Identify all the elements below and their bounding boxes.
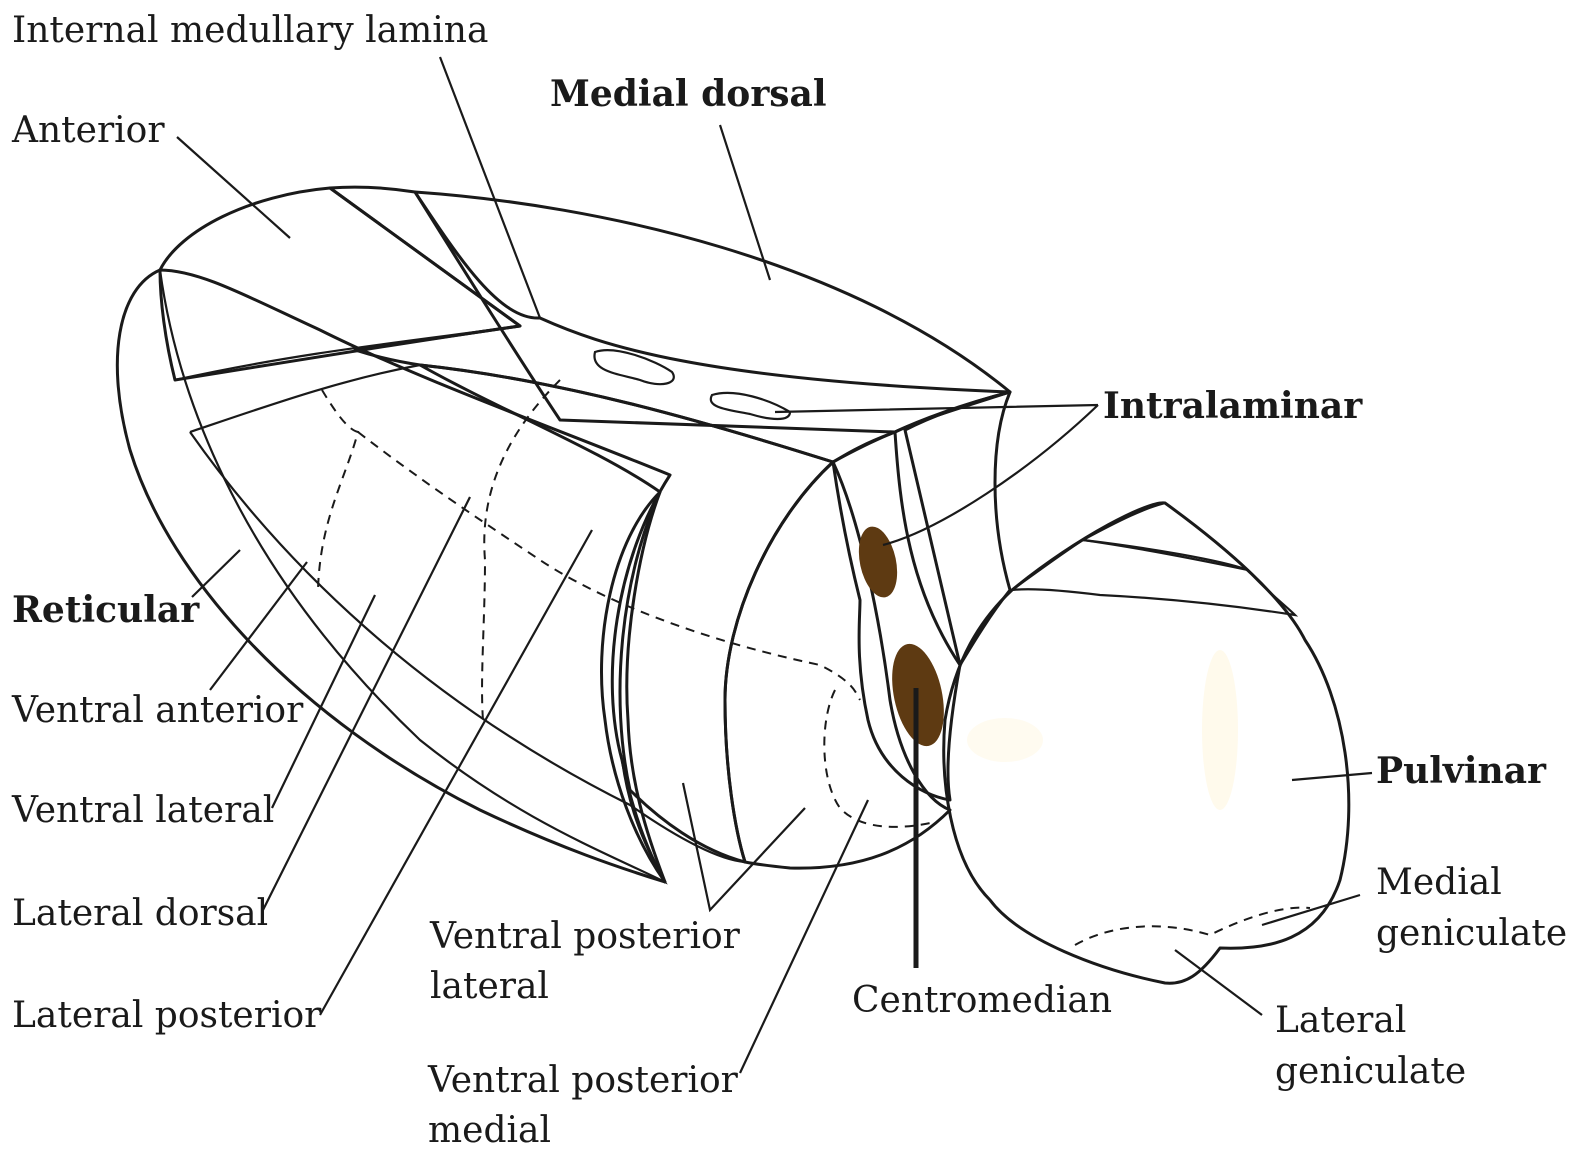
label-ventral-posterior-medial-line2: medial <box>428 1110 551 1151</box>
label-lateral-dorsal: Lateral dorsal <box>12 893 268 934</box>
medial-dorsal-wall-shape <box>905 392 1010 665</box>
leader-medial-dorsal <box>720 125 770 280</box>
label-ventral-posterior-lateral-line2: lateral <box>430 966 549 1007</box>
label-medial-geniculate-line2: geniculate <box>1376 913 1567 954</box>
leader-ventral-posterior-lateral <box>683 783 805 910</box>
label-medial-dorsal: Medial dorsal <box>550 73 827 115</box>
leader-lateral-geniculate <box>1175 950 1262 1015</box>
dashed-boundary-1 <box>318 390 358 590</box>
pulvinar-highlight <box>1202 650 1238 810</box>
leader-anterior <box>177 137 290 238</box>
label-internal-medullary-lamina: Internal medullary lamina <box>12 10 488 51</box>
label-centromedian: Centromedian <box>852 980 1112 1021</box>
label-lateral-posterior: Lateral posterior <box>12 995 322 1036</box>
label-medial-geniculate-line1: Medial <box>1376 862 1502 903</box>
label-ventral-anterior: Ventral anterior <box>11 690 304 731</box>
label-anterior: Anterior <box>11 110 165 151</box>
intralaminar-band-shape <box>833 432 960 800</box>
reticular-division-line-2 <box>190 365 420 432</box>
label-reticular: Reticular <box>12 589 200 631</box>
pulvinar-cap <box>1083 503 1248 570</box>
reticular-highlight <box>353 548 397 608</box>
label-ventral-posterior-lateral-line1: Ventral posterior <box>429 916 741 957</box>
pulvinar-highlight-2 <box>967 718 1043 762</box>
dashed-boundary-2 <box>358 432 860 700</box>
geniculate-dashed <box>1075 908 1310 945</box>
intralaminar-spot-upper <box>853 523 903 601</box>
label-ventral-lateral: Ventral lateral <box>11 790 274 831</box>
label-lateral-geniculate-line1: Lateral <box>1275 1000 1406 1041</box>
label-pulvinar: Pulvinar <box>1376 750 1547 792</box>
leader-ventral-anterior <box>210 562 307 690</box>
lamina-oval-2 <box>711 393 790 419</box>
leader-ventral-posterior-medial <box>740 800 868 1073</box>
label-intralaminar: Intralaminar <box>1103 385 1363 427</box>
label-lateral-geniculate-line2: geniculate <box>1275 1051 1466 1092</box>
leader-intralaminar <box>775 405 1098 545</box>
leader-pulvinar <box>1292 773 1372 780</box>
label-ventral-posterior-medial-line1: Ventral posterior <box>427 1060 739 1101</box>
